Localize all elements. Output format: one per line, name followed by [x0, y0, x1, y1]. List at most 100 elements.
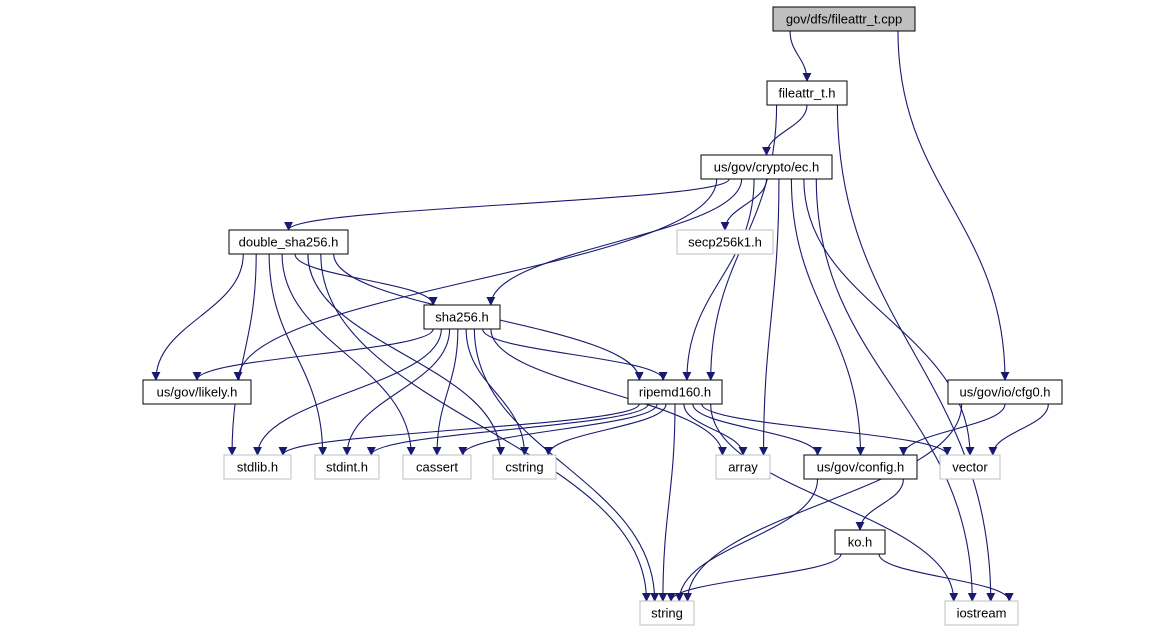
edge-sha256_h-to-stdint_h	[342, 328, 451, 456]
edge-ripemd160_h-to-iostream	[710, 403, 959, 602]
edge-sha256_h-to-ripemd160_h	[482, 328, 668, 381]
edge-double_sha256_h-to-stdint_h	[268, 253, 328, 456]
edge-line	[790, 178, 865, 456]
node-label: array	[728, 459, 758, 474]
edge-line	[666, 553, 842, 602]
node-label: double_sha256.h	[239, 234, 339, 249]
node-label: us/gov/likely.h	[157, 384, 238, 399]
edge-line	[701, 403, 952, 456]
edge-sha256_h-to-array	[490, 328, 727, 456]
edge-line	[988, 403, 1049, 456]
node-cstring: cstring	[492, 454, 557, 480]
edge-ripemd160_h-to-stdint_h	[366, 403, 649, 456]
edge-config_h-to-ko_h	[855, 478, 904, 531]
edge-line	[284, 178, 730, 231]
node-iostream: iostream	[944, 600, 1019, 626]
node-label: us/gov/io/cfg0.h	[959, 384, 1050, 399]
edge-ko_h-to-iostream	[878, 553, 1014, 602]
node-label: iostream	[957, 605, 1007, 620]
edge-line	[898, 403, 1006, 456]
node-box	[492, 454, 557, 480]
edge-line	[294, 253, 438, 306]
edge-line	[482, 328, 668, 381]
edge-line	[674, 478, 819, 602]
edge-ripemd160_h-to-cstring	[543, 403, 667, 456]
node-label: stdint.h	[326, 459, 368, 474]
node-label: string	[651, 605, 683, 620]
edge-sha256_h-to-likely_h	[192, 328, 434, 381]
edge-ec_h-to-secp256k1_h	[720, 178, 768, 231]
node-stdlib-h: stdlib.h	[223, 454, 292, 480]
edge-line	[342, 328, 451, 456]
node-fileattr-h[interactable]: fileattr_t.h	[766, 80, 848, 106]
node-double-sha256-h[interactable]: double_sha256.h	[228, 229, 349, 255]
node-ripemd160-h[interactable]: ripemd160.h	[627, 379, 723, 405]
edge-line	[683, 403, 963, 602]
edge-ec_h-to-ripemd160_h	[682, 178, 755, 381]
edge-line	[281, 253, 416, 456]
edge-ec_h-to-double_sha256_h	[284, 178, 730, 231]
edge-ec_h-to-array	[759, 178, 780, 456]
edge-config_h-to-string	[674, 478, 819, 602]
node-label: stdlib.h	[237, 459, 278, 474]
edge-ripemd160_h-to-string	[658, 403, 676, 602]
edge-ec_h-to-sha256_h	[486, 178, 743, 306]
node-sha256-h[interactable]: sha256.h	[423, 304, 501, 330]
edge-double_sha256_h-to-likely_h	[151, 253, 244, 381]
node-label: cstring	[505, 459, 543, 474]
node-label: vector	[952, 459, 988, 474]
node-string: string	[639, 600, 695, 626]
edge-fileattr_h-to-ec_h	[762, 104, 808, 156]
edge-double_sha256_h-to-stdlib_h	[227, 253, 257, 456]
node-box	[772, 6, 916, 32]
edges	[151, 30, 1049, 602]
node-box	[314, 454, 380, 480]
node-label: ripemd160.h	[639, 384, 711, 399]
edge-ripemd160_h-to-array	[683, 403, 748, 456]
edge-line	[458, 403, 658, 456]
node-label: cassert	[416, 459, 458, 474]
node-label: gov/dfs/fileattr_t.cpp	[786, 11, 902, 26]
node-box	[939, 454, 1001, 480]
edge-fileattr_h-to-iostream	[836, 104, 996, 602]
edge-ec_h-to-config_h	[790, 178, 865, 456]
node-box	[423, 304, 501, 330]
node-box	[142, 379, 252, 405]
node-box	[834, 529, 886, 555]
node-vector: vector	[939, 454, 1001, 480]
node-cassert: cassert	[402, 454, 472, 480]
node-stdint-h: stdint.h	[314, 454, 380, 480]
node-ko-h[interactable]: ko.h	[834, 529, 886, 555]
edge-line	[278, 403, 640, 456]
edge-cfg0_h-to-string	[683, 403, 963, 602]
node-likely-h[interactable]: us/gov/likely.h	[142, 379, 252, 405]
edge-ripemd160_h-to-cassert	[458, 403, 658, 456]
node-array: array	[715, 454, 771, 480]
edge-line	[268, 253, 328, 456]
edge-cfg0_h-to-vector	[988, 403, 1049, 456]
edge-line	[683, 403, 748, 456]
edge-line	[465, 328, 529, 456]
edge-line	[307, 253, 506, 456]
node-label: secp256k1.h	[688, 234, 762, 249]
edge-line	[803, 178, 975, 456]
edge-ec_h-to-likely_h	[233, 178, 718, 381]
edge-line	[836, 104, 996, 602]
edge-ko_h-to-string	[666, 553, 842, 602]
node-config-h[interactable]: us/gov/config.h	[803, 454, 918, 480]
node-box	[944, 600, 1019, 626]
edge-line	[789, 30, 812, 82]
node-label: us/gov/crypto/ec.h	[714, 159, 820, 174]
node-label: fileattr_t.h	[778, 85, 835, 100]
node-label: sha256.h	[435, 309, 489, 324]
edge-ripemd160_h-to-config_h	[692, 403, 823, 456]
node-box	[766, 80, 848, 106]
edge-line	[658, 403, 676, 602]
node-box	[639, 600, 695, 626]
node-label: us/gov/config.h	[817, 459, 904, 474]
node-ec-h[interactable]: us/gov/crypto/ec.h	[700, 154, 833, 180]
node-fileattr-cpp[interactable]: gov/dfs/fileattr_t.cpp	[772, 6, 916, 32]
node-box	[676, 229, 774, 255]
node-cfg0-h[interactable]: us/gov/io/cfg0.h	[947, 379, 1063, 405]
